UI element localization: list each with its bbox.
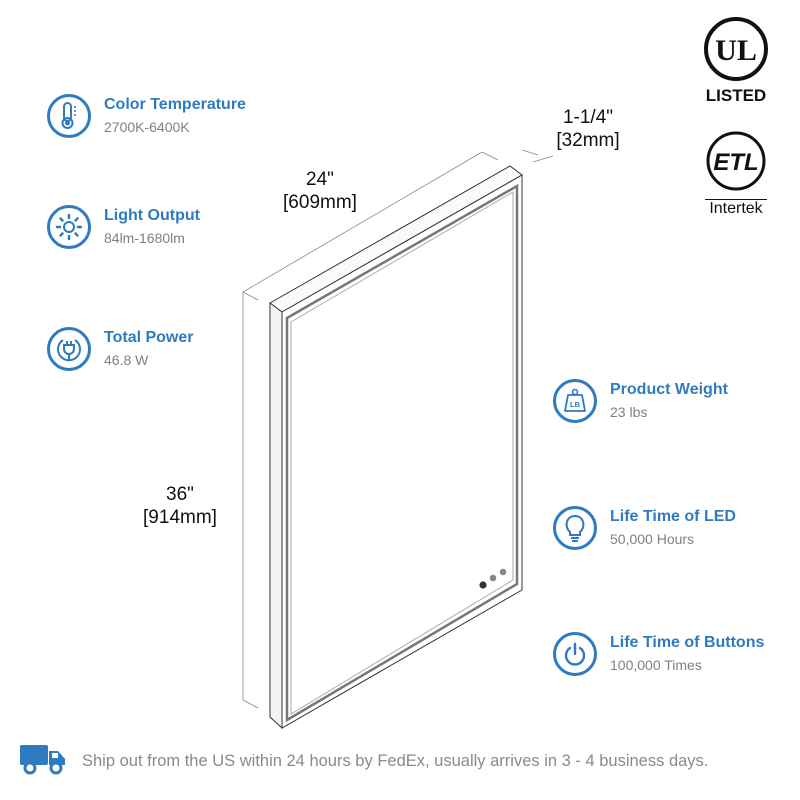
height-mm: [914mm] [143, 507, 217, 528]
svg-text:UL: UL [715, 34, 757, 67]
spec-button-lifetime: Life Time of Buttons 100,000 Times [553, 632, 764, 676]
weight-icon: LB [553, 379, 597, 423]
spec-light-output: Light Output 84lm-1680lm [47, 205, 200, 249]
power-icon [553, 632, 597, 676]
dimension-lines [242, 149, 554, 709]
spec-title: Life Time of Buttons [610, 634, 765, 651]
shipping-text: Ship out from the US within 24 hours by … [82, 752, 709, 770]
sun-icon [47, 205, 91, 249]
etl-listed-logo: ETL Intertek [698, 130, 774, 218]
spec-value: 100,000 Times [610, 657, 702, 673]
lightbulb-icon [553, 506, 597, 550]
mirror [269, 165, 523, 730]
spec-product-weight: LB Product Weight 23 lbs [553, 379, 728, 423]
svg-text:LB: LB [570, 400, 581, 409]
truck-icon [18, 742, 68, 781]
height-inches: 36" [166, 484, 194, 505]
spec-value: 50,000 Hours [610, 531, 695, 547]
ul-label: LISTED [705, 86, 767, 105]
spec-value: 46.8 W [104, 352, 149, 368]
height-dimension: 36" [914mm] [125, 483, 235, 529]
thermometer-icon [47, 94, 91, 138]
spec-title: Product Weight [610, 381, 728, 398]
spec-led-lifetime: Life Time of LED 50,000 Hours [553, 506, 736, 550]
shipping-note: Ship out from the US within 24 hours by … [18, 742, 708, 781]
depth-dimension: 1-1/4" [32mm] [538, 106, 638, 152]
spec-title: Total Power [104, 329, 194, 346]
width-inches: 24" [306, 169, 334, 190]
touch-buttons [479, 568, 507, 589]
svg-text:ETL: ETL [713, 149, 758, 176]
spec-value: 84lm-1680lm [104, 230, 185, 246]
spec-title: Light Output [104, 207, 200, 224]
plug-icon [47, 327, 91, 371]
spec-title: Color Temperature [104, 96, 246, 113]
depth-inches: 1-1/4" [562, 107, 614, 128]
depth-mm: [32mm] [556, 130, 620, 151]
spec-color-temperature: Color Temperature 2700K-6400K [47, 94, 246, 138]
width-dimension: 24" [609mm] [265, 168, 375, 214]
ul-listed-logo: UL LISTED [700, 16, 772, 106]
spec-value: 2700K-6400K [104, 119, 190, 135]
spec-total-power: Total Power 46.8 W [47, 327, 194, 371]
spec-value: 23 lbs [610, 404, 648, 420]
etl-label: Intertek [709, 200, 763, 217]
spec-title: Life Time of LED [610, 508, 736, 525]
width-mm: [609mm] [283, 192, 357, 213]
